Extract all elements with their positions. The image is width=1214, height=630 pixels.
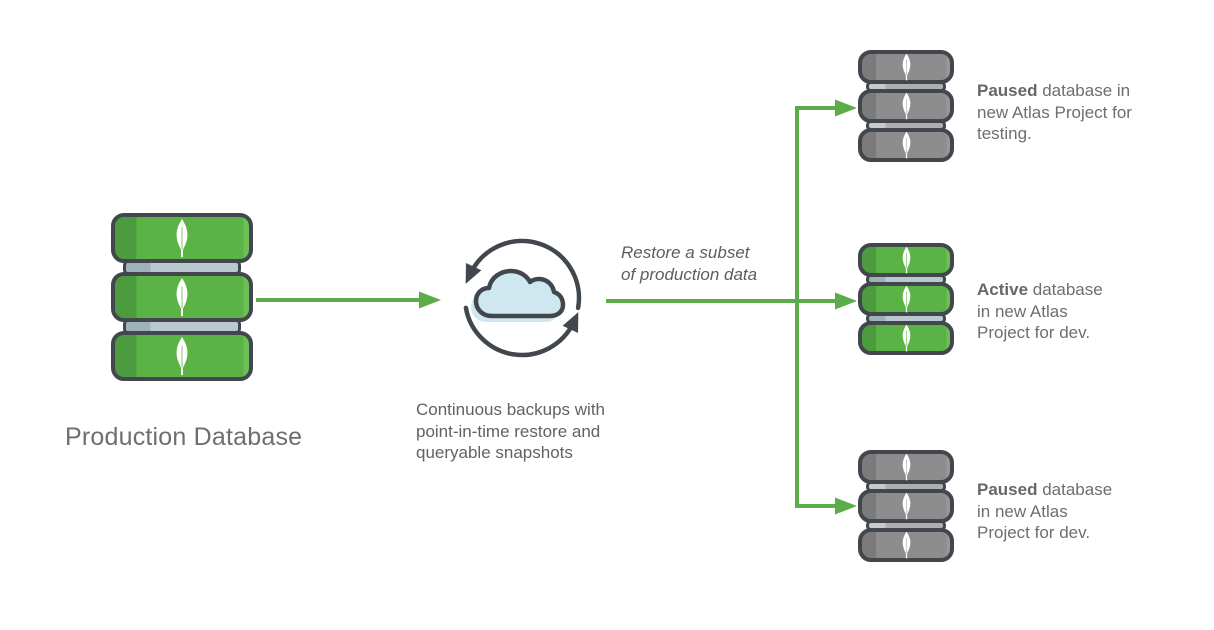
target-caption-line: Paused database: [977, 480, 1113, 499]
restore-note: Restore a subset of production data: [621, 242, 841, 285]
backup-caption: Continuous backups with point-in-time re…: [416, 399, 646, 464]
db-segment: [111, 272, 253, 322]
target-caption-line: Active database: [977, 280, 1103, 299]
mongodb-leaf-icon: [175, 218, 189, 258]
db-segment: [858, 321, 954, 355]
target-caption-paused-dev: Paused database in new Atlas Project for…: [977, 479, 1177, 544]
mongodb-leaf-icon: [901, 531, 911, 559]
backup-caption-line: point-in-time restore and: [416, 421, 601, 441]
restore-note-line: Restore a subset: [621, 243, 750, 262]
arrowhead-to-top-paused-db: [835, 99, 857, 117]
db-segment: [858, 450, 954, 484]
arrowhead-to-bottom-paused-db: [835, 497, 857, 515]
db-segment: [858, 243, 954, 277]
mongodb-leaf-icon: [175, 336, 189, 376]
target-caption-line: testing.: [977, 124, 1032, 143]
mongodb-leaf-icon: [901, 285, 911, 313]
backup-caption-line: queryable snapshots: [416, 443, 573, 462]
db-segment: [858, 89, 954, 123]
cloud-icon: [471, 268, 566, 322]
mongodb-leaf-icon: [901, 453, 911, 481]
db-segment: [111, 331, 253, 381]
mongodb-leaf-icon: [901, 53, 911, 81]
mongodb-leaf-icon: [901, 131, 911, 159]
db-segment: [858, 282, 954, 316]
target-caption-line: in new Atlas: [977, 301, 1068, 321]
production-database-icon: [111, 213, 253, 381]
sync-arrowhead-bottom: [562, 312, 579, 333]
mongodb-leaf-icon: [901, 246, 911, 274]
sync-arrows-icon: [463, 238, 582, 358]
target-caption-line: Project for dev.: [977, 323, 1091, 342]
target-caption-line: in new Atlas: [977, 501, 1068, 521]
mongodb-leaf-icon: [901, 324, 911, 352]
target-caption-testing: Paused database in new Atlas Project for…: [977, 80, 1177, 145]
active-database-dev-icon: [858, 243, 954, 355]
mongodb-leaf-icon: [901, 492, 911, 520]
production-database-label: Production Database: [65, 423, 303, 451]
target-caption-active-dev: Active database in new Atlas Project for…: [977, 279, 1177, 344]
target-caption-line: new Atlas Project for: [977, 102, 1132, 122]
backup-caption-line: Continuous backups with: [416, 400, 606, 419]
db-segment: [858, 528, 954, 562]
paused-database-dev-icon: [858, 450, 954, 562]
arrowhead-to-backup: [419, 291, 441, 309]
backup-sync-icon: [463, 238, 582, 358]
target-caption-line: Paused database in: [977, 81, 1131, 100]
arrowhead-to-active-db: [835, 292, 857, 310]
mongodb-leaf-icon: [901, 92, 911, 120]
db-segment: [858, 489, 954, 523]
db-segment: [858, 50, 954, 84]
restore-note-line: of production data: [621, 264, 758, 284]
db-segment: [111, 213, 253, 263]
sync-arrowhead-top: [465, 263, 482, 284]
mongodb-leaf-icon: [175, 277, 189, 317]
target-caption-line: Project for dev.: [977, 523, 1091, 542]
paused-database-testing-icon: [858, 50, 954, 162]
db-segment: [858, 128, 954, 162]
